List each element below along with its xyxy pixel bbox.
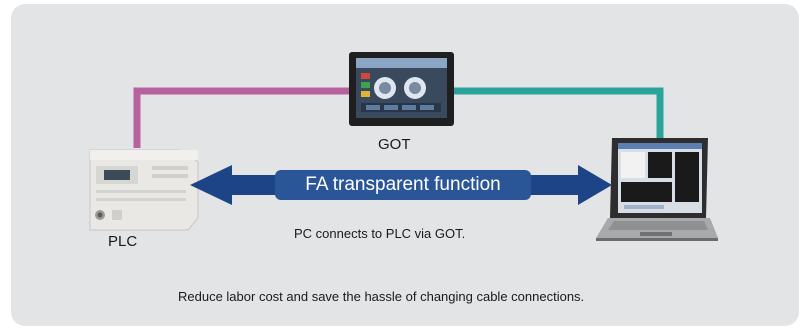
plc-device-icon <box>89 149 199 231</box>
cable-plc-to-got <box>133 87 362 148</box>
function-label: FA transparent function <box>305 174 501 195</box>
got-label: GOT <box>378 136 411 153</box>
connection-note: PC connects to PLC via GOT. <box>294 226 466 241</box>
footer-note: Reduce labor cost and save the hassle of… <box>178 289 585 304</box>
laptop-pc-icon <box>596 138 718 241</box>
function-label-box <box>275 170 531 200</box>
got-device-icon <box>349 52 454 126</box>
plc-label: PLC <box>108 233 138 250</box>
cable-got-to-pc <box>440 87 664 138</box>
